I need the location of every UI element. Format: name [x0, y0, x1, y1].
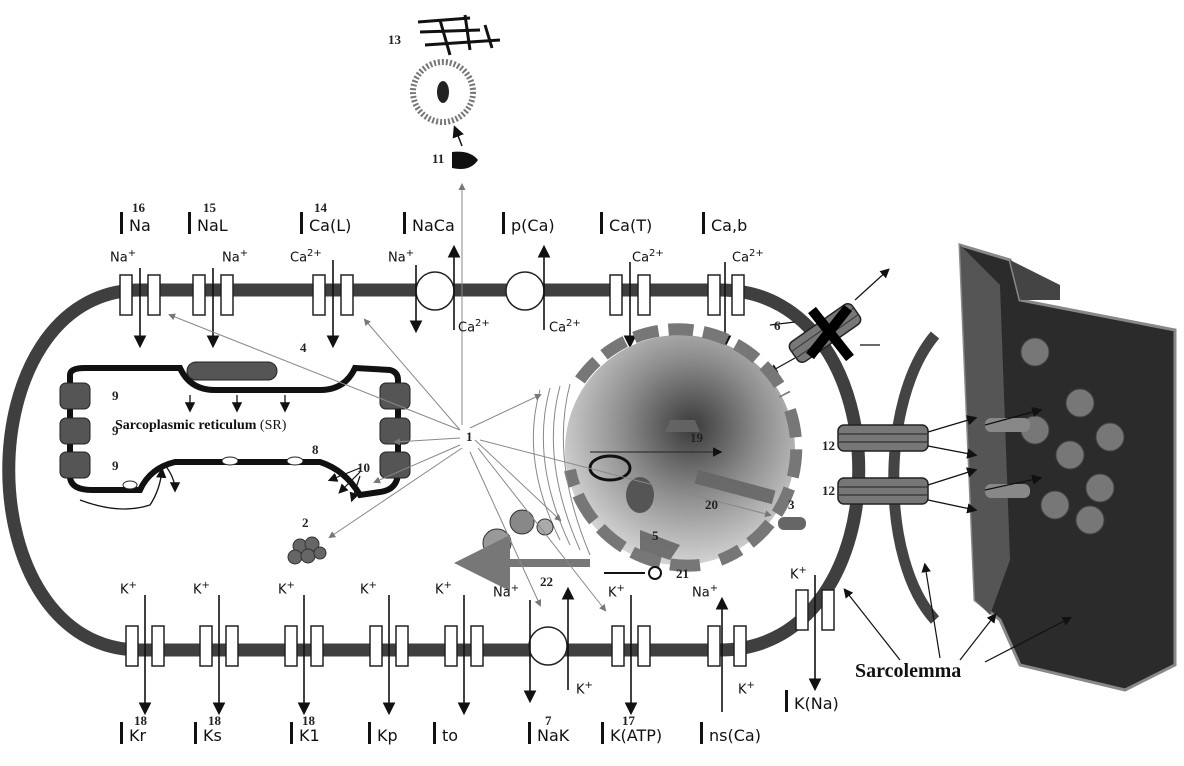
- tissue-block: [958, 242, 1177, 692]
- ion-label-ca-5: Ca2+: [732, 248, 764, 266]
- ion-label-ca: Ca2+: [290, 248, 322, 266]
- callout-21: 21: [676, 566, 689, 581]
- nucleus: [532, 323, 803, 572]
- organelle-3: [778, 517, 806, 530]
- current-label-ikr: Kr: [120, 722, 146, 744]
- callout-12-2: 12: [822, 483, 835, 498]
- callout-2: 2: [302, 515, 309, 530]
- callout-19: 19: [690, 430, 703, 445]
- current-label-insca: ns(Ca): [700, 722, 761, 744]
- current-label-iks: Ks: [194, 722, 222, 744]
- callout-20: 20: [705, 497, 718, 512]
- callout-16: 16: [132, 200, 145, 215]
- bottom-membrane-channels: [125, 589, 835, 667]
- ion-label-ca-3: Ca2+: [549, 318, 581, 336]
- current-label-icab: Ca,b: [702, 212, 747, 234]
- ion-label-k-5: K+: [435, 580, 452, 598]
- radiating-lines: [168, 183, 772, 612]
- organelle-2: [287, 536, 327, 565]
- ion-label-na-5: Na+: [692, 583, 719, 601]
- current-label-inal: NaL: [188, 212, 228, 234]
- ion-label-na-2: Na+: [222, 248, 249, 266]
- blocked-channel: [767, 268, 890, 374]
- ion-label-na-4: Na+: [493, 583, 520, 601]
- ion-label-na-3: Na+: [388, 248, 415, 266]
- top-flux-arrows: [133, 244, 732, 349]
- ion-label-ca-2: Ca2+: [458, 318, 490, 336]
- callout-9-3: 9: [112, 458, 119, 473]
- ion-label-ca-4: Ca2+: [632, 248, 664, 266]
- sarcoplasmic-reticulum: [59, 361, 411, 510]
- callout-5: 5: [652, 528, 659, 543]
- callout-18: 18: [134, 713, 147, 728]
- current-label-inak: NaK: [528, 722, 569, 744]
- current-label-icat: Ca(T): [600, 212, 652, 234]
- organelle-11: [452, 125, 478, 169]
- current-label-ikatp: K(ATP): [601, 722, 662, 744]
- current-label-ina: Na: [120, 212, 151, 234]
- current-label-ikp: Kp: [368, 722, 398, 744]
- callout-12: 12: [822, 438, 835, 453]
- callout-14: 14: [314, 200, 327, 215]
- callout-3: 3: [788, 497, 795, 512]
- ion-label-k-6: K+: [576, 680, 593, 698]
- ion-label-k-3: K+: [278, 580, 295, 598]
- ion-label-k-7: K+: [608, 583, 625, 601]
- callout-9: 9: [112, 388, 119, 403]
- ion-label-k-4: K+: [360, 580, 377, 598]
- callout-9-2: 9: [112, 423, 119, 438]
- ion-label-k-2: K+: [193, 580, 210, 598]
- current-label-ito: to: [433, 722, 458, 744]
- callout-18-2: 18: [208, 713, 221, 728]
- callout-13: 13: [388, 32, 401, 47]
- callout-22: 22: [540, 574, 553, 589]
- ion-label-k: K+: [120, 580, 137, 598]
- ion-label-k-9: K+: [790, 565, 807, 583]
- organelle-21: [604, 566, 662, 580]
- callout-17: 17: [622, 713, 635, 728]
- current-label-ikna: K(Na): [785, 690, 839, 712]
- ion-label-na: Na+: [110, 248, 137, 266]
- callout-6: 6: [774, 318, 781, 333]
- sarcolemma-label: Sarcolemma: [855, 660, 962, 682]
- callout-10: 10: [357, 460, 370, 475]
- callout-7: 7: [545, 713, 552, 728]
- sarcolemma-pointers: [843, 562, 1073, 663]
- callout-18-3: 18: [302, 713, 315, 728]
- callout-8: 8: [312, 442, 319, 457]
- ion-label-k-8: K+: [738, 680, 755, 698]
- callout-11: 11: [432, 151, 445, 166]
- vesicle-13: [410, 14, 501, 125]
- callout-1: 1: [466, 429, 473, 444]
- sr-label: Sarcoplasmic reticulum (SR): [115, 418, 287, 433]
- organelle-22: [454, 509, 590, 591]
- current-label-ical: Ca(L): [300, 212, 351, 234]
- callout-15: 15: [203, 200, 216, 215]
- current-label-ipca: p(Ca): [502, 212, 555, 234]
- current-label-ik1: K1: [290, 722, 320, 744]
- bottom-flux-arrows: [138, 575, 822, 716]
- gap-junction-channels: [837, 407, 1043, 514]
- callout-4: 4: [300, 340, 307, 355]
- current-label-inaca: NaCa: [403, 212, 455, 234]
- top-membrane-channels: [119, 271, 745, 316]
